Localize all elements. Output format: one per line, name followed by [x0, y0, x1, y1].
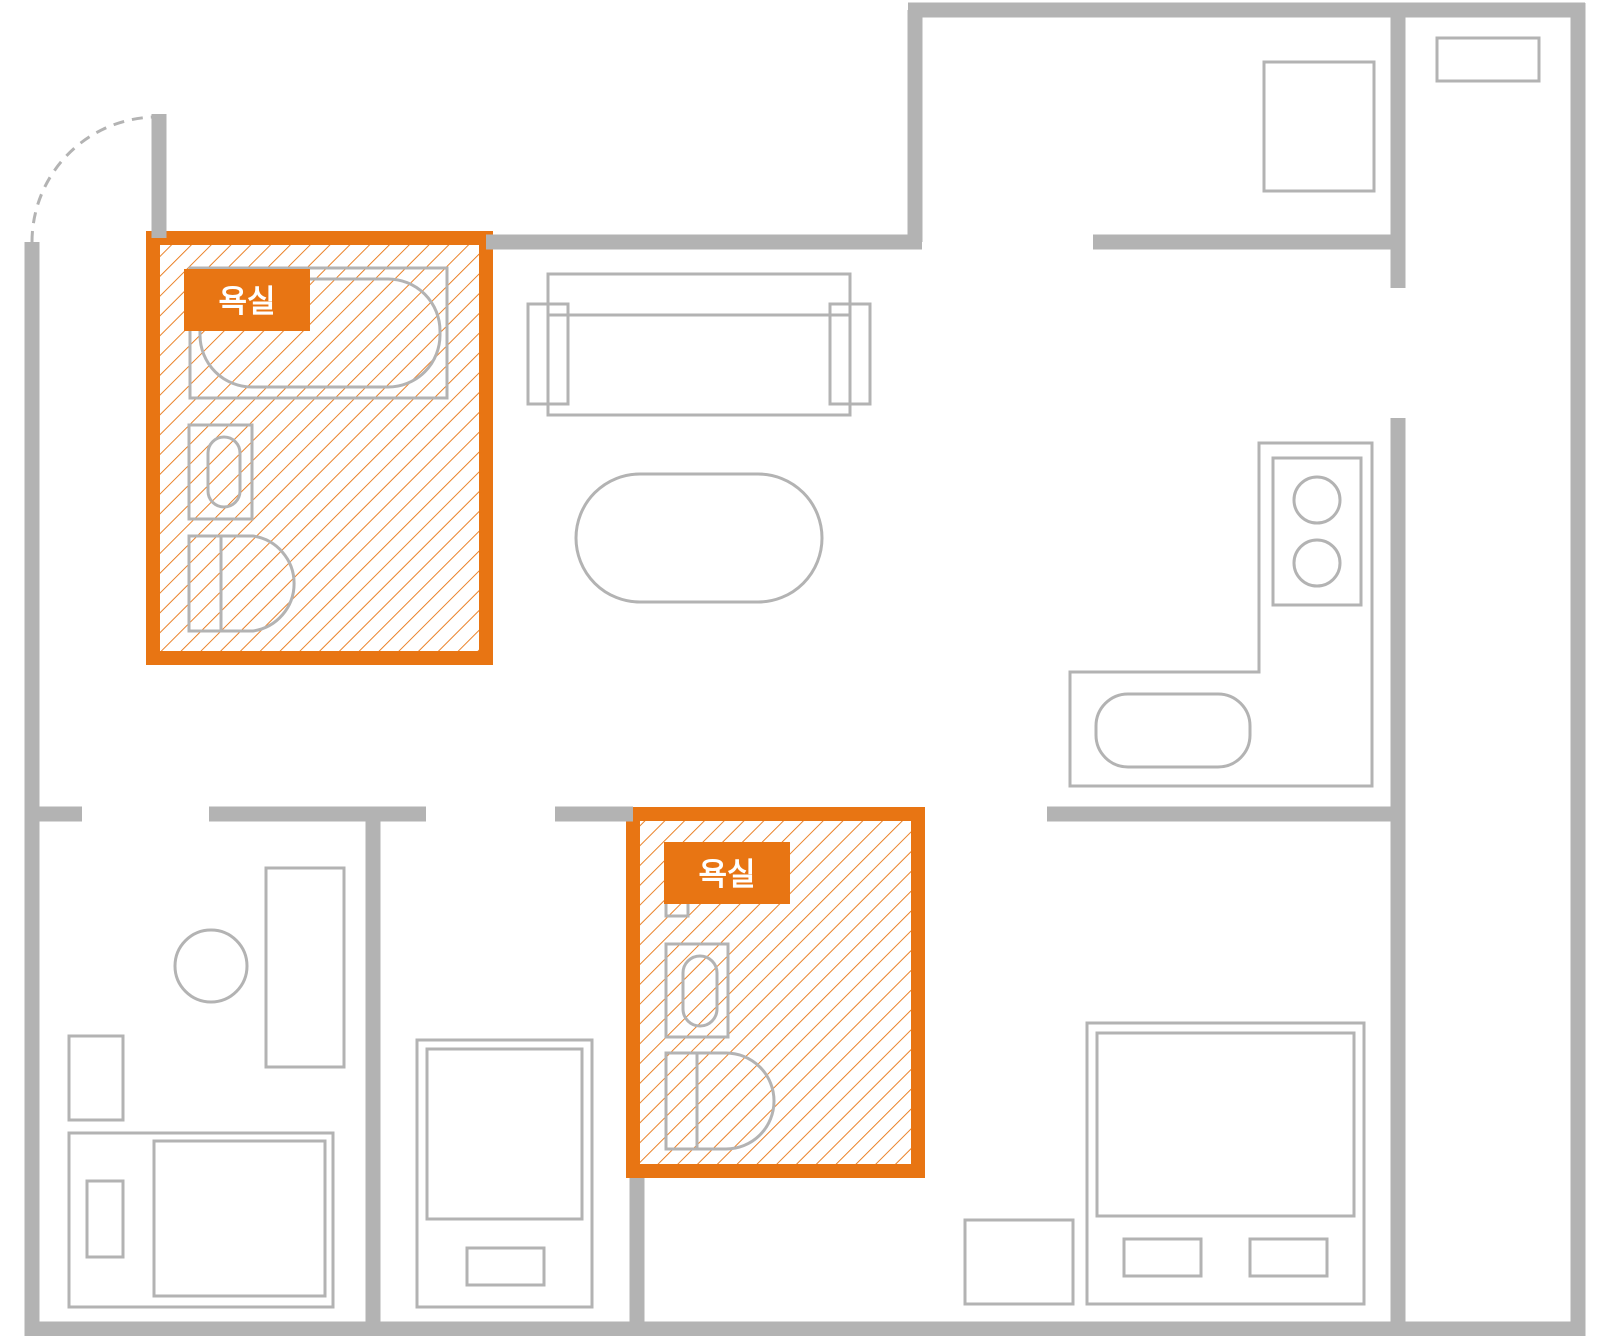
coffee-table	[574, 472, 824, 604]
toilet-bowl	[695, 1051, 776, 1151]
bathroom-highlight: 욕실	[626, 807, 925, 1178]
round-table	[173, 928, 249, 1004]
mattress	[152, 1139, 327, 1298]
pillow	[1248, 1237, 1329, 1278]
basin-bowl	[681, 954, 719, 1028]
washbasin	[187, 423, 254, 521]
burner	[1292, 475, 1342, 525]
shelf	[1435, 36, 1541, 83]
mattress	[425, 1047, 584, 1221]
pillow	[1122, 1237, 1203, 1278]
nightstand	[67, 1034, 125, 1122]
furniture	[67, 36, 1541, 1309]
pillow	[465, 1246, 546, 1287]
bathtub	[188, 266, 449, 400]
sofa	[526, 272, 872, 417]
stove	[1271, 456, 1363, 607]
kitchen-sink	[1094, 692, 1252, 769]
bathroom-border	[626, 807, 925, 1178]
tub-basin	[198, 277, 442, 389]
room-label-text: 욕실	[698, 857, 755, 893]
wardrobe	[264, 866, 346, 1069]
toilet-bowl	[219, 534, 296, 633]
pillow	[85, 1179, 125, 1259]
bathroom-highlight: 욕실	[146, 231, 493, 665]
bed	[415, 1038, 594, 1309]
basin-bowl	[206, 435, 242, 509]
bathroom-border	[146, 231, 493, 665]
bed	[1085, 1021, 1366, 1306]
room-label-text: 욕실	[218, 284, 275, 320]
mattress	[1095, 1031, 1356, 1218]
room-label: 욕실	[184, 269, 310, 331]
bed	[67, 1131, 335, 1309]
kitchen-counter	[1068, 441, 1374, 788]
door-swing-arc	[30, 115, 158, 243]
desk	[963, 1218, 1075, 1306]
cabinet	[1262, 60, 1376, 193]
burner	[1292, 538, 1342, 588]
washbasin	[664, 942, 730, 1039]
walls	[24, 2, 1586, 1336]
room-label: 욕실	[664, 842, 790, 904]
